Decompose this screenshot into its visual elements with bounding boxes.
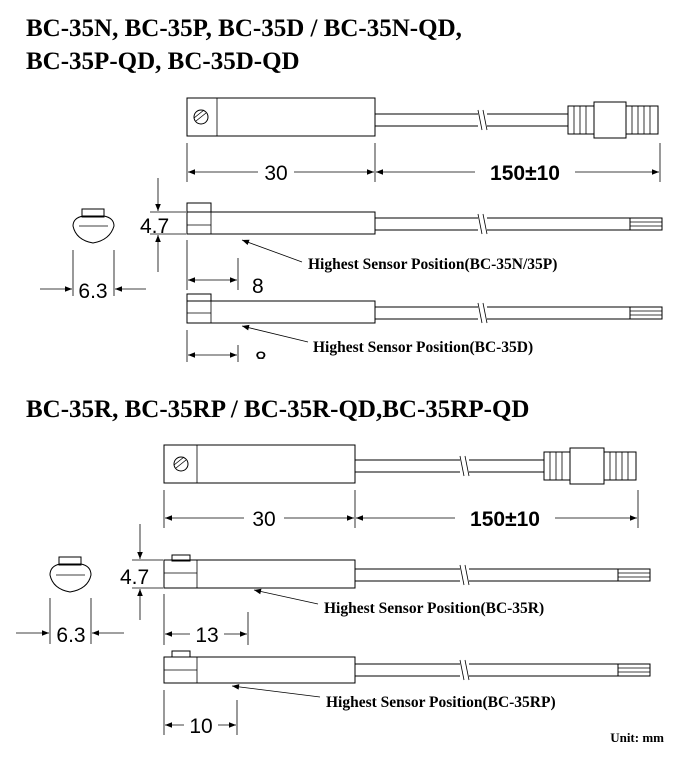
label-highest-sensor-position-a: Highest Sensor Position(BC-35R) xyxy=(324,600,544,617)
offset-dimension-a: 13 xyxy=(195,624,218,647)
section-2-side-view-a: 4.7 13 Highest Sensor Position(BC-35R) xyxy=(120,524,651,647)
section-2-title: BC-35R, BC-35RP / BC-35R-QD,BC-35RP-QD xyxy=(26,393,529,426)
length-dimension: 30 xyxy=(264,162,287,185)
sensor-body xyxy=(186,97,376,137)
width-dimension: 6.3 xyxy=(56,624,85,647)
offset-dimension-b: 10 xyxy=(189,715,212,738)
section-1-title: BC-35N, BC-35P, BC-35D / BC-35N-QD, BC-3… xyxy=(26,12,462,78)
cable-length-dimension: 150±10 xyxy=(470,508,540,531)
section-1-title-line-1: BC-35N, BC-35P, BC-35D / BC-35N-QD, xyxy=(26,15,462,42)
screw-icon xyxy=(173,456,189,472)
width-dimension: 6.3 xyxy=(78,280,107,303)
qd-connector-icon xyxy=(567,101,659,139)
qd-connector-icon xyxy=(543,447,637,485)
cable-length-dimension: 150±10 xyxy=(490,162,560,185)
label-highest-sensor-position-b: Highest Sensor Position(BC-35D) xyxy=(313,339,533,356)
unit-label: Unit: mm xyxy=(610,730,664,745)
label-highest-sensor-position-b: Highest Sensor Position(BC-35RP) xyxy=(326,694,556,711)
label-highest-sensor-position-a: Highest Sensor Position(BC-35N/35P) xyxy=(308,256,557,273)
height-dimension: 4.7 xyxy=(140,215,169,238)
section-2-cross-section: 6.3 xyxy=(16,556,124,647)
section-2-length-dimensions: 30 150±10 xyxy=(163,490,639,531)
section-1-cross-section: 6.3 xyxy=(40,208,146,303)
offset-dimension-a: 8 xyxy=(252,275,264,298)
section-2-title-line-1: BC-35R, BC-35RP / BC-35R-QD,BC-35RP-QD xyxy=(26,396,530,423)
screw-icon xyxy=(193,109,209,125)
section-1-length-dimensions: 30 150±10 xyxy=(186,143,661,185)
section-1-side-view-a: 4.7 8 Highest Sensor Position(BC-35N/35P… xyxy=(140,178,663,298)
length-dimension: 30 xyxy=(252,508,275,531)
section-1-title-line-2: BC-35P-QD, BC-35D-QD xyxy=(26,48,300,75)
section-2-side-view-b: 10 Highest Sensor Position(BC-35RP) xyxy=(163,650,651,738)
height-dimension: 4.7 xyxy=(120,566,149,589)
section-2-top-view-sensor xyxy=(163,444,637,485)
section-1-top-view-sensor xyxy=(186,97,659,139)
